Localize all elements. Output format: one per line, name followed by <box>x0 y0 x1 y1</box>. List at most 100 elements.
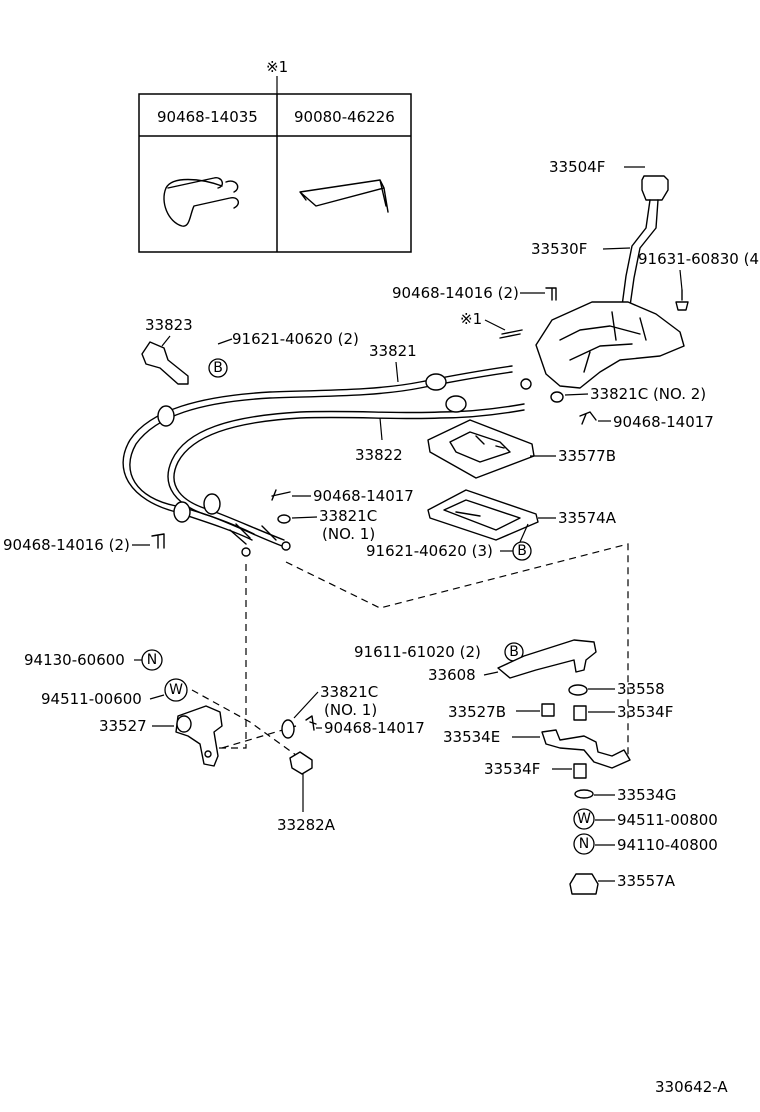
label-33534F-right: 33534F <box>617 703 673 721</box>
dashed-link-washer <box>191 689 301 759</box>
clip-reference-box: ※1 90468-14035 90080-46226 <box>138 58 412 253</box>
clip-90468-14017-bottom-drawing <box>305 715 317 731</box>
cable-grommet-2 <box>173 501 191 523</box>
clip-90468-14016-left-drawing <box>151 533 165 549</box>
label-note-1-clip: ※1 <box>460 310 482 328</box>
bushing-33558-drawing <box>568 684 588 696</box>
label-no1-middle: (NO. 1) <box>322 525 375 543</box>
leader-94511-00600 <box>149 694 165 700</box>
label-33534G: 33534G <box>617 786 676 804</box>
label-90468-14017-bottom: 90468-14017 <box>324 719 425 737</box>
dashed-link-right <box>285 543 629 758</box>
bolt-callout-1 <box>208 358 228 378</box>
leader-33822 <box>379 417 383 441</box>
label-94511-00800: 94511-00800 <box>617 811 718 829</box>
figure-code: 330642-A <box>655 1078 728 1096</box>
leader-33823 <box>161 335 171 347</box>
bushing-33821C-no2-drawing <box>550 391 564 403</box>
label-90468-14016-top: 90468-14016 (2) <box>392 284 519 302</box>
lever-33534E-drawing <box>541 729 631 769</box>
label-33504F: 33504F <box>549 158 605 176</box>
label-90468-14017-middle: 90468-14017 <box>313 487 414 505</box>
label-33821C-no2: 33821C (NO. 2) <box>590 385 706 403</box>
shift-lever-housing-detail <box>559 311 647 373</box>
pin-33282A-drawing <box>289 751 313 775</box>
washer-callout-right-letter: W <box>577 811 591 827</box>
shift-cables <box>122 365 532 557</box>
leader-91621-2 <box>217 338 233 345</box>
washer-33534G-drawing <box>574 789 594 799</box>
leader-33821 <box>395 361 399 383</box>
label-33823: 33823 <box>145 316 193 334</box>
leader-91631 <box>679 269 683 291</box>
cable-33822-drawing <box>167 403 525 547</box>
leader-33821C-no2 <box>564 393 589 396</box>
box-col2-part-number: 90080-46226 <box>294 108 395 126</box>
lever-33527-hole <box>204 750 212 758</box>
knob-33557A-drawing <box>569 873 599 895</box>
lever-33527-bushing <box>176 715 192 733</box>
washer-callout-right <box>573 808 595 830</box>
clip-note1-drawing <box>499 329 523 339</box>
washer-callout-left <box>164 678 188 702</box>
nut-callout-left <box>141 649 163 671</box>
lever-33527-drawing <box>175 705 223 767</box>
cable-grommet-3 <box>203 493 221 515</box>
label-90468-14017-right: 90468-14017 <box>613 413 714 431</box>
clip-90468-14035-drawing <box>163 177 240 227</box>
label-33574A: 33574A <box>558 509 617 527</box>
clip-90468-14017-right-drawing <box>579 411 597 425</box>
gasket-33577B-detail <box>449 431 511 463</box>
label-91631-60830: 91631-60830 (4 <box>638 250 759 268</box>
label-90468-14016-left: 90468-14016 (2) <box>3 536 130 554</box>
label-33558: 33558 <box>617 680 665 698</box>
box-note-mark: ※1 <box>266 58 288 76</box>
label-33530F: 33530F <box>531 240 587 258</box>
plate-33574A-drawing <box>427 489 539 541</box>
clip-90080-46226-drawing <box>299 179 389 213</box>
label-94130-60600: 94130-60600 <box>24 651 125 669</box>
leader-33821C-middle <box>291 516 318 519</box>
washer-callout-left-letter: W <box>169 682 183 698</box>
cable-grommet-1 <box>157 405 175 427</box>
shift-lever-drawing <box>621 199 659 307</box>
label-33822: 33822 <box>355 446 403 464</box>
label-33608: 33608 <box>428 666 476 684</box>
label-33577B: 33577B <box>558 447 616 465</box>
leader-33608 <box>483 671 499 676</box>
bolt-callout-2-letter: B <box>517 543 527 559</box>
bushing-33534F-bottom-drawing <box>573 763 587 779</box>
reference-box-frame <box>138 93 412 253</box>
cable-end-eye-1 <box>241 547 251 557</box>
bolt-callout-3-letter: B <box>509 644 519 660</box>
lever-33608-drawing <box>497 639 597 679</box>
label-no1-bottom: (NO. 1) <box>324 701 377 719</box>
label-33527: 33527 <box>99 717 147 735</box>
label-33821C-middle: 33821C <box>319 507 377 525</box>
label-91611-61020: 91611-61020 (2) <box>354 643 481 661</box>
bushing-33821C-bottom-drawing <box>281 719 295 739</box>
bushing-33534F-right-drawing <box>573 705 587 721</box>
leader-note-1 <box>484 319 506 331</box>
leader-91621-3-to-plate <box>519 523 529 543</box>
gasket-33577B-drawing <box>427 419 535 479</box>
plate-33574A-detail <box>443 499 521 531</box>
bushing-33527B-drawing <box>541 703 555 717</box>
bracket-33823-drawing <box>141 341 189 385</box>
label-91621-40620-2: 91621-40620 (2) <box>232 330 359 348</box>
cable-33821-fitting <box>425 373 447 391</box>
label-33282A: 33282A <box>277 816 336 834</box>
bolt-callout-2 <box>512 541 532 561</box>
cable-end-eye-top <box>520 378 532 390</box>
label-94511-00600: 94511-00600 <box>41 690 142 708</box>
nut-callout-right <box>573 833 595 855</box>
bolt-callout-1-letter: B <box>213 360 223 376</box>
leader-33821C-bottom <box>293 691 319 719</box>
leader-33530F <box>602 247 631 250</box>
shift-knob-drawing <box>641 175 669 201</box>
cable-end-eye-2 <box>281 541 291 551</box>
bushing-33821C-middle-drawing <box>277 514 291 524</box>
label-33534E: 33534E <box>443 728 500 746</box>
cable-33822-fitting <box>445 395 467 413</box>
